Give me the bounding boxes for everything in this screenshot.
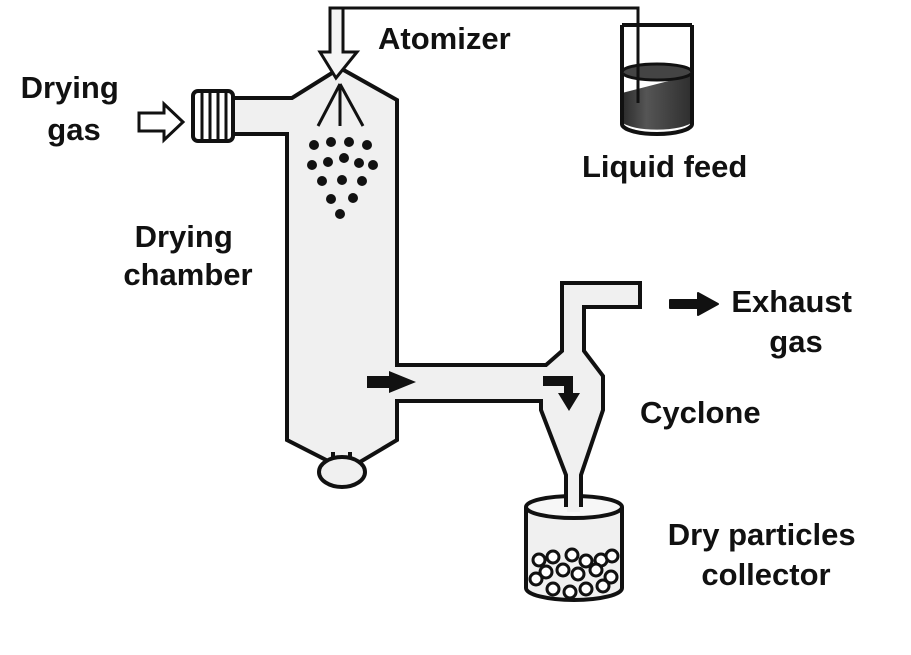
dry-particles-collector-label: Dry particles collector: [668, 517, 864, 592]
exhaust-gas-label: Exhaust gas: [731, 284, 860, 359]
drying-chamber: [231, 65, 399, 477]
cyclone-label: Cyclone: [640, 395, 761, 430]
cyclone-flow-arrow-icon: [543, 376, 580, 411]
spray-cone: [316, 83, 365, 127]
dry-particles: [528, 547, 620, 600]
liquid-feed-label: Liquid feed: [582, 149, 747, 184]
spray-droplets: [307, 137, 378, 219]
drying-gas-arrow-icon: [137, 100, 186, 144]
transfer-duct-and-cyclone: [395, 281, 642, 507]
exhaust-arrow-icon: [669, 292, 719, 316]
liquid-feed-beaker: [620, 8, 694, 136]
heater-coil: [191, 89, 235, 143]
chamber-bottom-collector: [317, 455, 367, 489]
duct-flow-arrow-icon: [367, 371, 416, 393]
atomizer-nozzle-icon: [317, 6, 361, 81]
atomizer-label: Atomizer: [378, 21, 511, 56]
drying-gas-label: Drying gas: [21, 70, 128, 147]
drying-chamber-label: Drying chamber: [123, 219, 252, 292]
particle-collector: [524, 494, 624, 602]
